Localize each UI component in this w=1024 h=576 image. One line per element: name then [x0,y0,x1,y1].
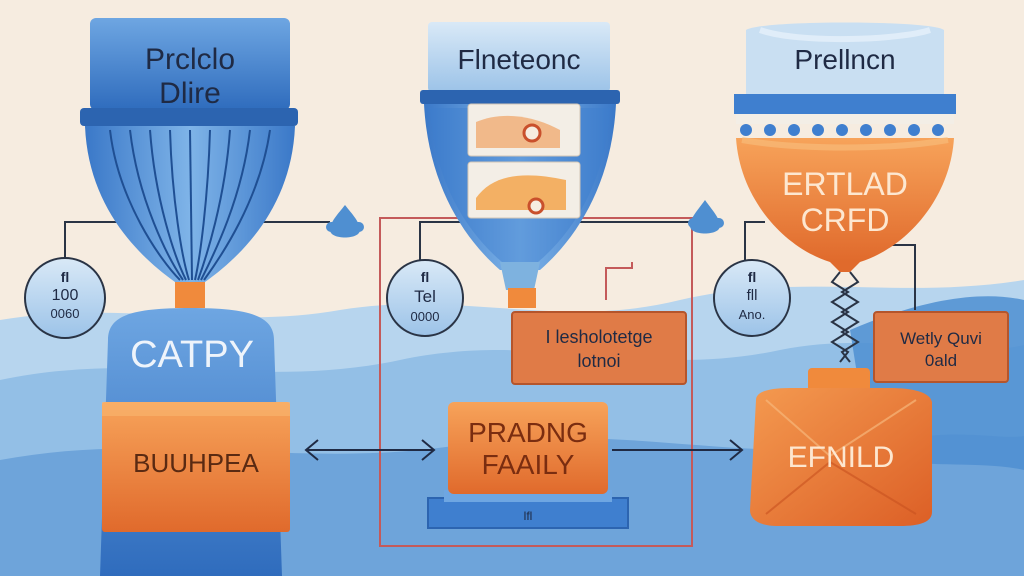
left-dial-line2: 100 [51,287,79,304]
funnel-icon [80,18,298,308]
middle-funnel-spout [508,288,536,308]
bottle-icon [100,308,290,576]
middle-funnel-rim [420,90,620,104]
middle-note-line1: I lesholotetge [545,327,653,347]
right-tank-line2: CRFD [800,202,890,238]
double-arrow-icon [304,439,436,461]
middle-funnel-neck [500,262,540,290]
right-note-line2: 0ald [924,351,958,370]
middle-funnel-title: Flneteonc [457,44,581,75]
sack-icon [734,22,956,272]
middle-box-line2: FAAILY [481,449,575,480]
drop-icon [326,205,364,238]
left-container-box-label: BUUHPEA [133,448,259,478]
middle-note-line2: lotnoi [577,351,621,371]
funnel-spout [175,282,205,308]
right-dial [713,259,791,337]
funnel-rim [80,108,298,126]
coil-connector [605,262,633,300]
middle-box-line1: PRADNG [468,417,588,448]
left-dial [24,257,106,339]
left-dial-line1: fl [60,269,70,285]
right-tank [736,138,954,262]
middle-base [427,497,629,529]
left-container-title: CATPY [130,334,254,376]
right-dial-line1: fl [747,269,757,285]
right-dial-line2: fll [746,287,758,304]
right-note-line1: Wetly Quvi [900,329,982,348]
bottle-label-box [102,402,290,532]
right-tank-neck [830,262,860,272]
middle-dial-line3: 0000 [410,309,440,324]
middle-funnel-cap [428,22,610,92]
funnel-icon [420,22,620,308]
right-rim [734,94,956,114]
middle-note-box [511,311,687,385]
middle-base-label: lfl [523,509,533,523]
left-funnel-title-line1: Prclclo [144,43,235,76]
right-bag-top [746,22,944,96]
middle-dial-line1: fl [420,269,430,285]
middle-dial-line2: Tel [414,287,436,306]
right-sack-label: EFNILD [787,441,895,474]
right-sack-body [750,388,932,526]
sack-icon [750,368,932,526]
middle-box-body [448,402,608,494]
left-funnel-title-line2: Dlire [159,77,221,110]
right-funnel-title: Prellncn [794,44,896,75]
left-dial-line3: 0060 [50,306,80,321]
drop-icon [688,200,724,234]
right-dial-line3: Ano. [738,307,766,322]
right-note-box [873,311,1009,383]
funnel-cap [90,18,290,110]
middle-dial [386,259,464,337]
right-tank-line1: ERTLAD [782,166,908,202]
coil-icon [830,271,860,363]
middle-box [427,402,629,529]
arrow-right-icon [612,439,744,461]
